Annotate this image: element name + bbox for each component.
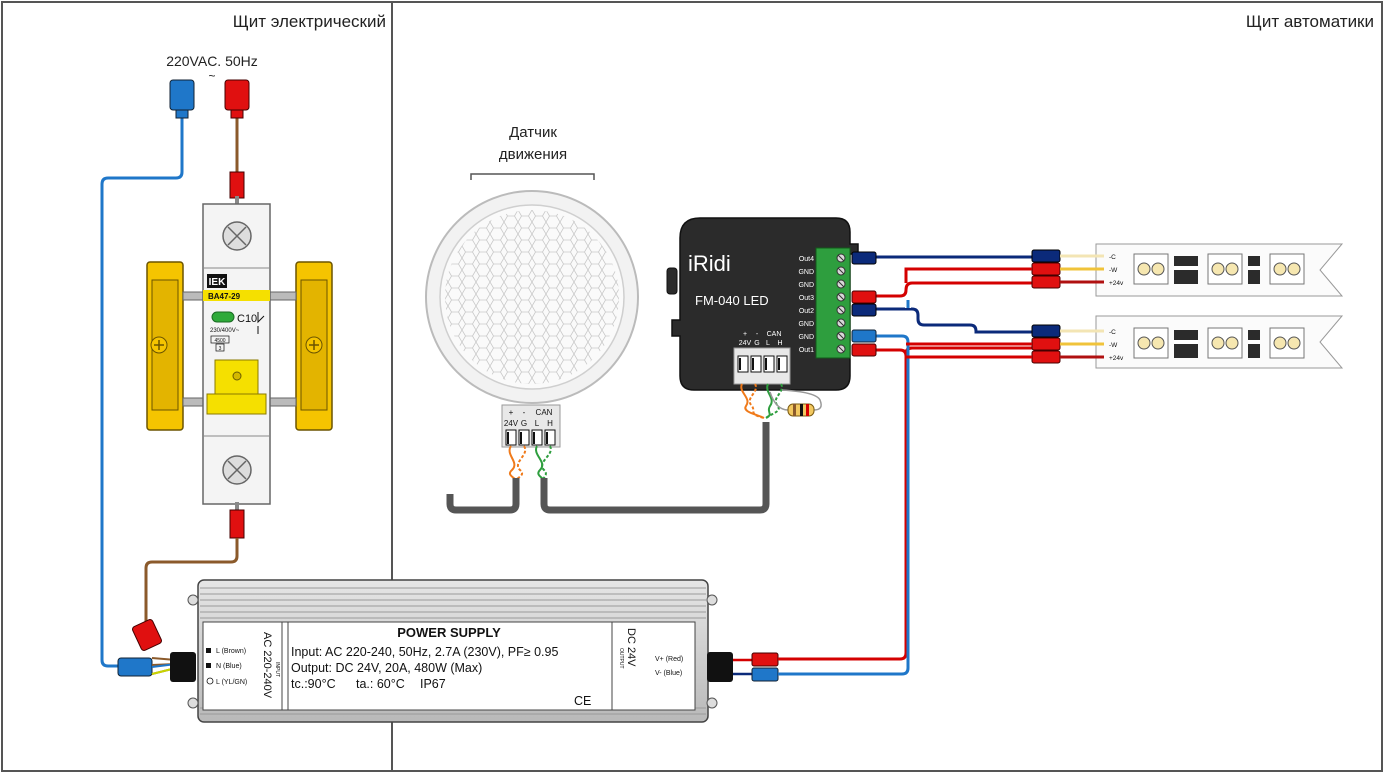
controller-bus-label: CAN [767, 331, 782, 338]
psu-out-plus: V+ (Red) [655, 656, 683, 663]
strip2-pin-w: -W [1109, 342, 1118, 349]
termination-resistor [787, 403, 815, 417]
psu-in-n: N (Blue) [216, 663, 242, 670]
ground-icon [206, 677, 214, 685]
psu-in-l: L (Brown) [216, 648, 246, 655]
controller-sign-0: + [743, 331, 747, 338]
psu-line-tc: tc.:90°C [291, 677, 336, 691]
sensor-sign-1: - [523, 408, 526, 417]
psu-input-side: AC 220-240V [261, 632, 273, 699]
controller-terminal-block [733, 347, 791, 385]
strip2-pin-c: -C [1109, 329, 1116, 336]
psu-line-ip: IP67 [420, 677, 446, 691]
sensor-title-1: Датчик [509, 124, 557, 141]
strip1-plus-feed [904, 281, 1032, 291]
controller-term-l: L [766, 340, 770, 347]
psu-line-input: Input: AC 220-240, 50Hz, 2.7A (230V), PF… [291, 645, 558, 659]
breaker-rating: C10 [237, 313, 257, 325]
psu-dc-gland [707, 652, 733, 682]
out-label-6: GND [798, 334, 814, 341]
neutral-terminal [169, 79, 195, 119]
automation-panel-title: Щит автоматики [1246, 12, 1374, 31]
out-label-7: Out1 [799, 347, 814, 354]
strip1-pin-w: -W [1109, 267, 1118, 274]
led-strip-2 [1031, 315, 1344, 369]
electrical-panel-title: Щит электрический [233, 12, 386, 31]
psu-output-small: OUTPUT [618, 648, 624, 669]
sensor-cable-left [446, 478, 520, 514]
sensor-sign-0: + [509, 408, 514, 417]
neutral-wire [100, 116, 184, 668]
breaker-class: 3 [219, 346, 222, 352]
out-label-2: GND [798, 282, 814, 289]
psu-in-l-mark [206, 648, 211, 653]
controller-brand: iRidi [688, 251, 731, 276]
sensor-terminal-block [501, 404, 561, 448]
sensor-term-l: L [535, 419, 540, 428]
psu-in-pe: L (YL/GN) [216, 679, 247, 686]
breaker-capacity: 4500 [214, 338, 225, 344]
controller-model: FM-040 LED [695, 293, 769, 308]
breaker-voltage: 230/400V~ [210, 328, 240, 334]
controller-output-terminal [815, 247, 851, 359]
controller-term-g: G [754, 340, 759, 347]
psu-line-output: Output: DC 24V, 20A, 480W (Max) [291, 661, 482, 675]
dc-plus-ferrule [751, 652, 779, 667]
strip2-pin-24v: +24v [1109, 355, 1124, 362]
psu-in-n-mark [206, 663, 211, 668]
live-terminal [224, 79, 250, 119]
psu-input-small: INPUT [274, 662, 280, 677]
psu-out-minus: V- (Blue) [655, 670, 682, 677]
sensor-wires [508, 445, 552, 483]
circuit-breaker: IEK BA47-29 C10 230/400V~ 4500 3 [146, 203, 333, 505]
sensor-bracket [470, 173, 595, 180]
led-strip-1 [1031, 243, 1344, 297]
breaker-ferrule-top [229, 171, 245, 206]
controller-out1-red [866, 348, 908, 357]
dc-minus-bus [778, 334, 910, 676]
sensor-term-g: G [521, 419, 527, 428]
psu-title: POWER SUPPLY [397, 625, 501, 640]
power-supply [187, 579, 718, 723]
sensor-term-h: H [547, 419, 553, 428]
strip1-pin-c: -C [1109, 254, 1116, 261]
out-label-4: Out2 [799, 308, 814, 315]
psu-ce-mark: CE [574, 694, 591, 708]
controller-output-ferrules [851, 251, 877, 357]
out-label-1: GND [798, 269, 814, 276]
controller-term-24v: 24V [739, 340, 752, 347]
mains-label: 220VAC. 50Hz [166, 53, 258, 69]
ac-symbol: ~ [208, 69, 215, 83]
controller-can-wires [740, 383, 822, 419]
strip2-c-wire [866, 307, 1032, 334]
sensor-term-24v: 24V [504, 419, 519, 428]
sensor-bus-label: CAN [536, 408, 553, 417]
psu-ac-terminals [117, 619, 196, 682]
breaker-model: BA47-29 [208, 292, 241, 301]
out-label-5: GND [798, 321, 814, 328]
strip1-pin-24v: +24v [1109, 280, 1124, 287]
iridi-controller [666, 217, 859, 391]
dc-minus-ferrule [751, 667, 779, 682]
out-label-0: Out4 [799, 256, 814, 263]
controller-term-h: H [777, 340, 782, 347]
strip1-w-wire [904, 267, 1032, 283]
psu-output-side: DC 24V [625, 628, 637, 667]
psu-line-ta: ta.: 60°C [356, 677, 405, 691]
breaker-ferrule-bottom [229, 502, 245, 539]
sensor-title-2: движения [499, 146, 567, 163]
dc-plus-bus [778, 346, 1032, 661]
breaker-brand: IEK [209, 277, 226, 288]
motion-sensor [425, 190, 639, 404]
controller-sign-1: - [756, 331, 759, 338]
can-bus-cable [540, 422, 770, 514]
out-label-3: Out3 [799, 295, 814, 302]
controller-out3-red [866, 289, 908, 298]
live-wire-bottom [144, 538, 239, 622]
